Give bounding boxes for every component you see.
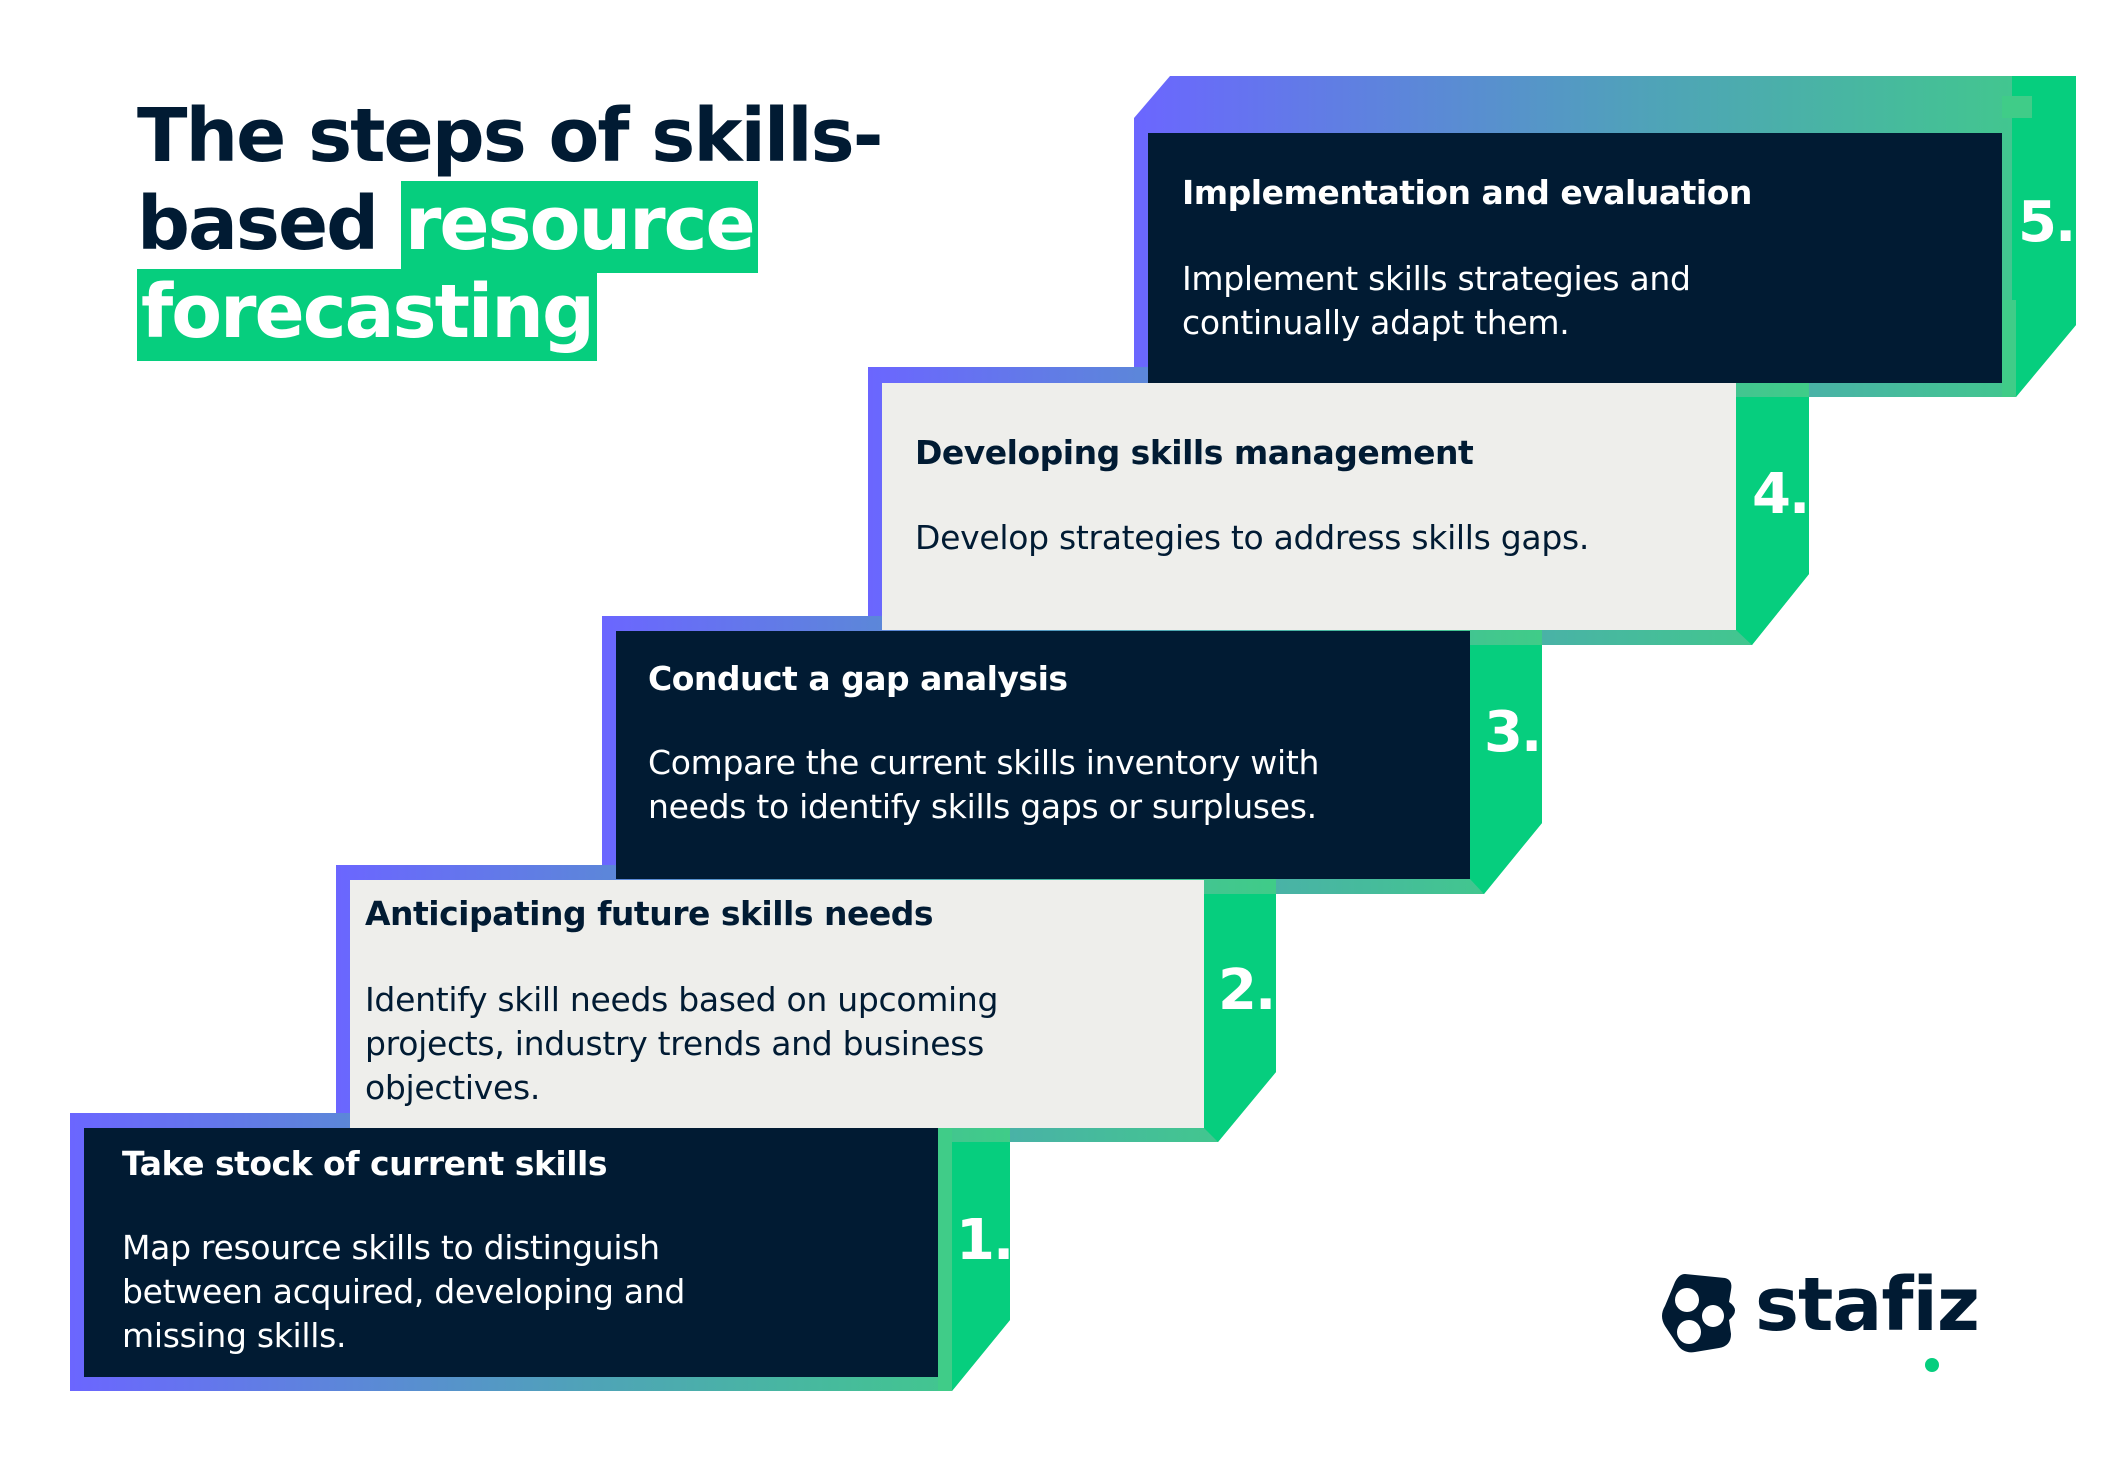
step-2-number: 2. [1218,958,1276,1023]
title-line-1: The steps of skills- [137,93,883,179]
step-4-description: Develop strategies to address skills gap… [915,518,1590,557]
title-line-2: based resource [137,180,881,273]
step-2-description: Identify skill needs based on upcoming p… [365,980,999,1107]
step-3-card: Conduct a gap analysis Compare the curre… [616,631,1470,879]
step-3-title: Conduct a gap analysis [648,659,1068,698]
step-1-number: 1. [956,1208,1014,1273]
step-4-card: Developing skills management Develop str… [882,383,1736,630]
step-5-number: 5. [2018,190,2076,255]
title-highlight-forecasting: forecasting [137,269,597,361]
title-highlight-resource: resource [400,181,758,273]
step-2-title: Anticipating future skills needs [365,894,934,933]
step-1-title: Take stock of current skills [122,1144,607,1183]
page-title: The steps of skills- based resource fore… [137,92,883,361]
step-3-description: Compare the current skills inventory wit… [648,743,1320,826]
logo-dot [1925,1358,1939,1372]
logo-wordmark: stafiz [1755,1262,1980,1348]
stafiz-logo-icon [1662,1274,1735,1353]
step-5-description: Implement skills strategies and continua… [1182,259,1691,342]
step-5-card: Implementation and evaluation Implement … [1148,133,2002,383]
step-4-title: Developing skills management [915,433,1474,472]
stafiz-logo: stafiz [1655,1262,1985,1372]
step-4-number: 4. [1752,462,1810,527]
step-1-card: Take stock of current skills Map resourc… [84,1128,938,1377]
step-1-description: Map resource skills to distinguish betwe… [122,1228,686,1355]
title-plain-text: based [137,181,401,267]
step-5-title: Implementation and evaluation [1182,173,1752,212]
step-3-number: 3. [1484,700,1542,765]
title-line-3: forecasting [137,268,881,361]
step-2-card: Anticipating future skills needs Identif… [350,880,1204,1128]
